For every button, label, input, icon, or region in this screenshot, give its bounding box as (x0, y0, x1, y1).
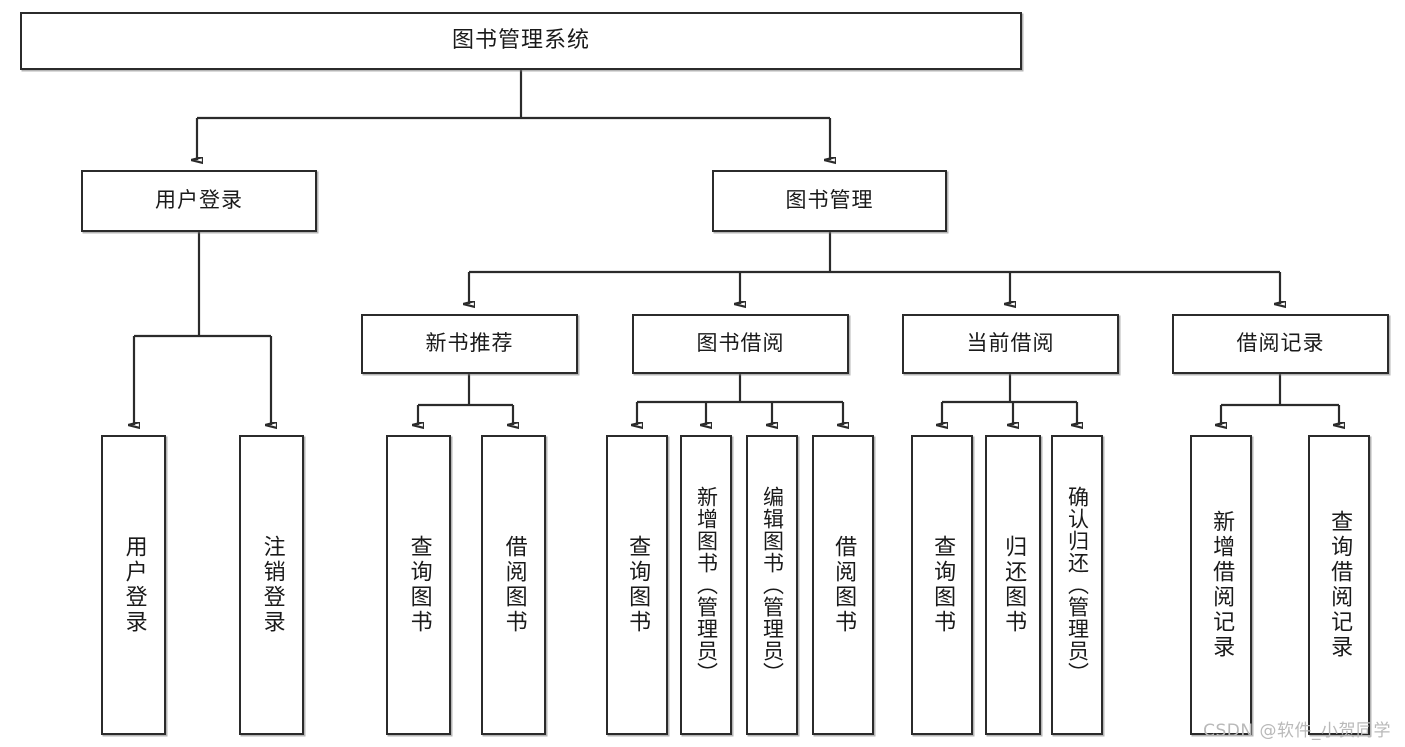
node-label: 查询借阅记录 (1327, 510, 1353, 660)
node-label: 查询图书 (406, 535, 432, 635)
node-leaf-confirm-return[interactable]: 确认归还（管理员） (1051, 435, 1103, 735)
node-leaf-edit-book[interactable]: 编辑图书（管理员） (746, 435, 798, 735)
node-leaf-query-book-rec[interactable]: 查询图书 (386, 435, 451, 735)
edge-group-current-borrow (942, 374, 1077, 425)
node-leaf-query-borrow-record[interactable]: 查询借阅记录 (1308, 435, 1370, 735)
node-label: 新书推荐 (425, 331, 514, 356)
node-leaf-user-login[interactable]: 用户登录 (101, 435, 166, 735)
node-label: 用户登录 (121, 535, 147, 635)
node-label: 当前借阅 (966, 331, 1055, 356)
node-new-book-recommend[interactable]: 新书推荐 (361, 314, 578, 374)
node-label: 图书管理系统 (451, 27, 590, 53)
edge-group-user-login (134, 232, 271, 425)
node-label: 新增图书（管理员） (694, 486, 719, 684)
node-leaf-borrow-book-rec[interactable]: 借阅图书 (481, 435, 546, 735)
edge-group-book-borrow (637, 374, 843, 425)
node-leaf-add-borrow-record[interactable]: 新增借阅记录 (1190, 435, 1252, 735)
node-book-management[interactable]: 图书管理 (712, 170, 947, 232)
node-leaf-add-book[interactable]: 新增图书（管理员） (680, 435, 732, 735)
node-label: 图书借阅 (696, 331, 785, 356)
node-current-borrow[interactable]: 当前借阅 (902, 314, 1119, 374)
node-label: 确认归还（管理员） (1065, 486, 1090, 684)
node-leaf-logout[interactable]: 注销登录 (239, 435, 304, 735)
node-book-borrow[interactable]: 图书借阅 (632, 314, 849, 374)
node-root-system[interactable]: 图书管理系统 (20, 12, 1022, 70)
node-label: 查询图书 (930, 535, 956, 635)
node-label: 归还图书 (1001, 535, 1027, 635)
edge-group-book-management (469, 232, 1280, 304)
node-label: 借阅记录 (1236, 331, 1325, 356)
node-label: 借阅图书 (501, 535, 527, 635)
node-label: 查询图书 (625, 535, 651, 635)
node-leaf-return-book[interactable]: 归还图书 (985, 435, 1041, 735)
edge-group-new-book-recommend (418, 374, 513, 425)
node-label: 用户登录 (155, 188, 243, 213)
node-label: 编辑图书（管理员） (760, 486, 785, 684)
node-leaf-query-book-current[interactable]: 查询图书 (911, 435, 973, 735)
csdn-watermark: CSDN @软件_小贺同学 (1203, 721, 1391, 741)
node-borrow-record[interactable]: 借阅记录 (1172, 314, 1389, 374)
node-leaf-borrow-book[interactable]: 借阅图书 (812, 435, 874, 735)
node-label: 借阅图书 (831, 535, 857, 635)
node-leaf-query-book-borrow[interactable]: 查询图书 (606, 435, 668, 735)
node-label: 图书管理 (785, 188, 874, 213)
edge-group-root (197, 70, 830, 160)
node-label: 注销登录 (259, 535, 285, 635)
node-label: 新增借阅记录 (1209, 510, 1235, 660)
node-user-login[interactable]: 用户登录 (81, 170, 317, 232)
edge-group-borrow-record (1221, 374, 1339, 425)
